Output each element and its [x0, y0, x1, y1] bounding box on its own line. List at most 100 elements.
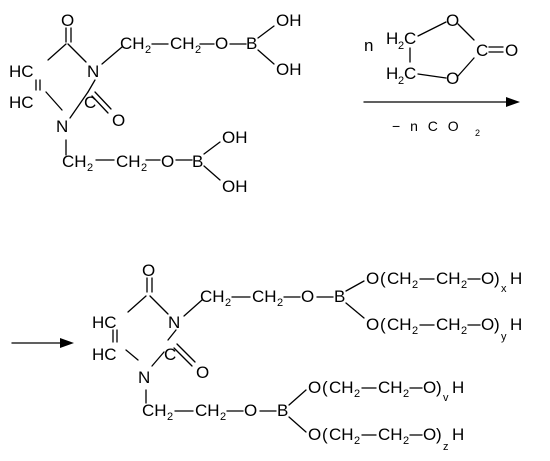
oxygen-label: O [481, 315, 494, 334]
nitrogen-label: N [138, 368, 150, 387]
ch-label: CH [387, 315, 412, 334]
stoich-n-label: n [364, 36, 373, 55]
oxygen-label: O [161, 152, 174, 171]
bond-c-o-lower [417, 73, 447, 79]
bond-b-oh2 [257, 49, 275, 65]
oxygen-label: O [61, 11, 74, 30]
oxygen-label: O [366, 269, 379, 288]
bond-b-oh4 [203, 165, 221, 181]
oxygen-label: O [301, 287, 314, 306]
bond-n1-ch2 [101, 46, 123, 65]
subscript-x: x [501, 283, 507, 295]
bond-c-n1 [149, 295, 169, 315]
bond-c2-n3 [151, 351, 165, 367]
subscript-2: 2 [354, 388, 360, 400]
bond-b-o-v [288, 389, 307, 406]
carbon-label: C [84, 93, 96, 112]
oxygen-label: O [423, 425, 436, 444]
subscript-2: 2 [398, 40, 404, 52]
product-molecule: O N HC HC C O N CH 2 CH 2 O B O ( CH 2 C… [92, 261, 522, 453]
hydroxyl-label: OH [276, 11, 302, 30]
oxygen-label: O [196, 363, 209, 382]
ch-label: CH [200, 287, 225, 306]
subscript-2: 2 [167, 411, 173, 423]
paren-close: ) [436, 425, 442, 444]
ch-label: CH [387, 269, 412, 288]
paren-open: ( [322, 425, 328, 444]
ch-label: CH [170, 34, 195, 53]
hc-label: HC [9, 62, 34, 81]
boron-label: B [246, 34, 257, 53]
bond-c2-o-2 [176, 343, 196, 363]
boron-label: B [192, 152, 203, 171]
hc-label: HC [92, 313, 117, 332]
ch-label: CH [436, 315, 461, 334]
nitrogen-label: N [56, 117, 68, 136]
bond-b-oh3 [203, 141, 221, 155]
subscript-2: 2 [461, 279, 467, 291]
oxygen-label: O [446, 11, 459, 30]
ch-label: CH [142, 401, 167, 420]
arrow-head [60, 338, 74, 348]
subscript-2: 2 [412, 279, 418, 291]
subscript-2: 2 [403, 388, 409, 400]
paren-close: ) [494, 269, 500, 288]
subscript-v: v [443, 392, 449, 404]
bond-n1-c2 [87, 79, 96, 93]
hydrogen-label: H [452, 378, 464, 397]
subscript-2: 2 [87, 162, 93, 174]
subscript-2: 2 [403, 435, 409, 447]
subscript-2: 2 [225, 297, 231, 309]
oxygen-label: O [481, 269, 494, 288]
oxygen-label: O [366, 315, 379, 334]
bond-o-c-lower [457, 57, 475, 77]
bond-c2-o [173, 347, 193, 367]
bond-n3-ch [45, 91, 63, 111]
bond-n3-ch [125, 349, 139, 361]
bond-c2-o-2 [94, 91, 112, 110]
subscript-y: y [501, 331, 507, 343]
oxygen-label: O [244, 401, 257, 420]
oxygen-label: O [142, 261, 155, 280]
ch-label: CH [436, 269, 461, 288]
subscript-2: 2 [277, 297, 283, 309]
bond-c2-o [91, 95, 109, 114]
subscript-2: 2 [475, 128, 480, 138]
bond-o-c [457, 23, 475, 41]
carbon-label: C [404, 64, 416, 83]
ch-label: CH [329, 378, 354, 397]
paren-close: ) [436, 378, 442, 397]
reactant-molecule: O N HC HC C O N CH 2 CH 2 O B OH OH CH 2… [9, 11, 302, 196]
subscript-2: 2 [195, 44, 201, 56]
ch-label: CH [252, 287, 277, 306]
hc-label: HC [92, 345, 117, 364]
ch-label: CH [120, 34, 145, 53]
subscript-2: 2 [141, 162, 147, 174]
hydroxyl-label: OH [276, 60, 302, 79]
bond-ch-c [127, 295, 147, 313]
oxygen-label: O [112, 111, 125, 130]
carbon-label: C [164, 345, 176, 364]
hydrogen-label: H [510, 269, 522, 288]
boron-label: B [277, 401, 288, 420]
oxygen-label: O [446, 69, 459, 88]
bond-n1-c2 [167, 329, 177, 341]
boron-label: B [334, 287, 345, 306]
subscript-2: 2 [220, 411, 226, 423]
hydroxyl-label: OH [222, 128, 248, 147]
bond-c-o [417, 21, 447, 37]
bond-b-o-z [288, 416, 307, 433]
hydroxyl-label: OH [222, 177, 248, 196]
nitrogen-label: N [168, 313, 180, 332]
hc-label: HC [9, 93, 34, 112]
nitrogen-label: N [87, 62, 99, 81]
h-label: H [386, 64, 398, 83]
paren-open: ( [380, 315, 386, 334]
product-arrow [11, 338, 74, 348]
ch-label: CH [378, 378, 403, 397]
ch-label: CH [62, 152, 87, 171]
ch-label: CH [116, 152, 141, 171]
hydrogen-label: H [510, 315, 522, 334]
bond-n1-ch2 [183, 299, 203, 317]
